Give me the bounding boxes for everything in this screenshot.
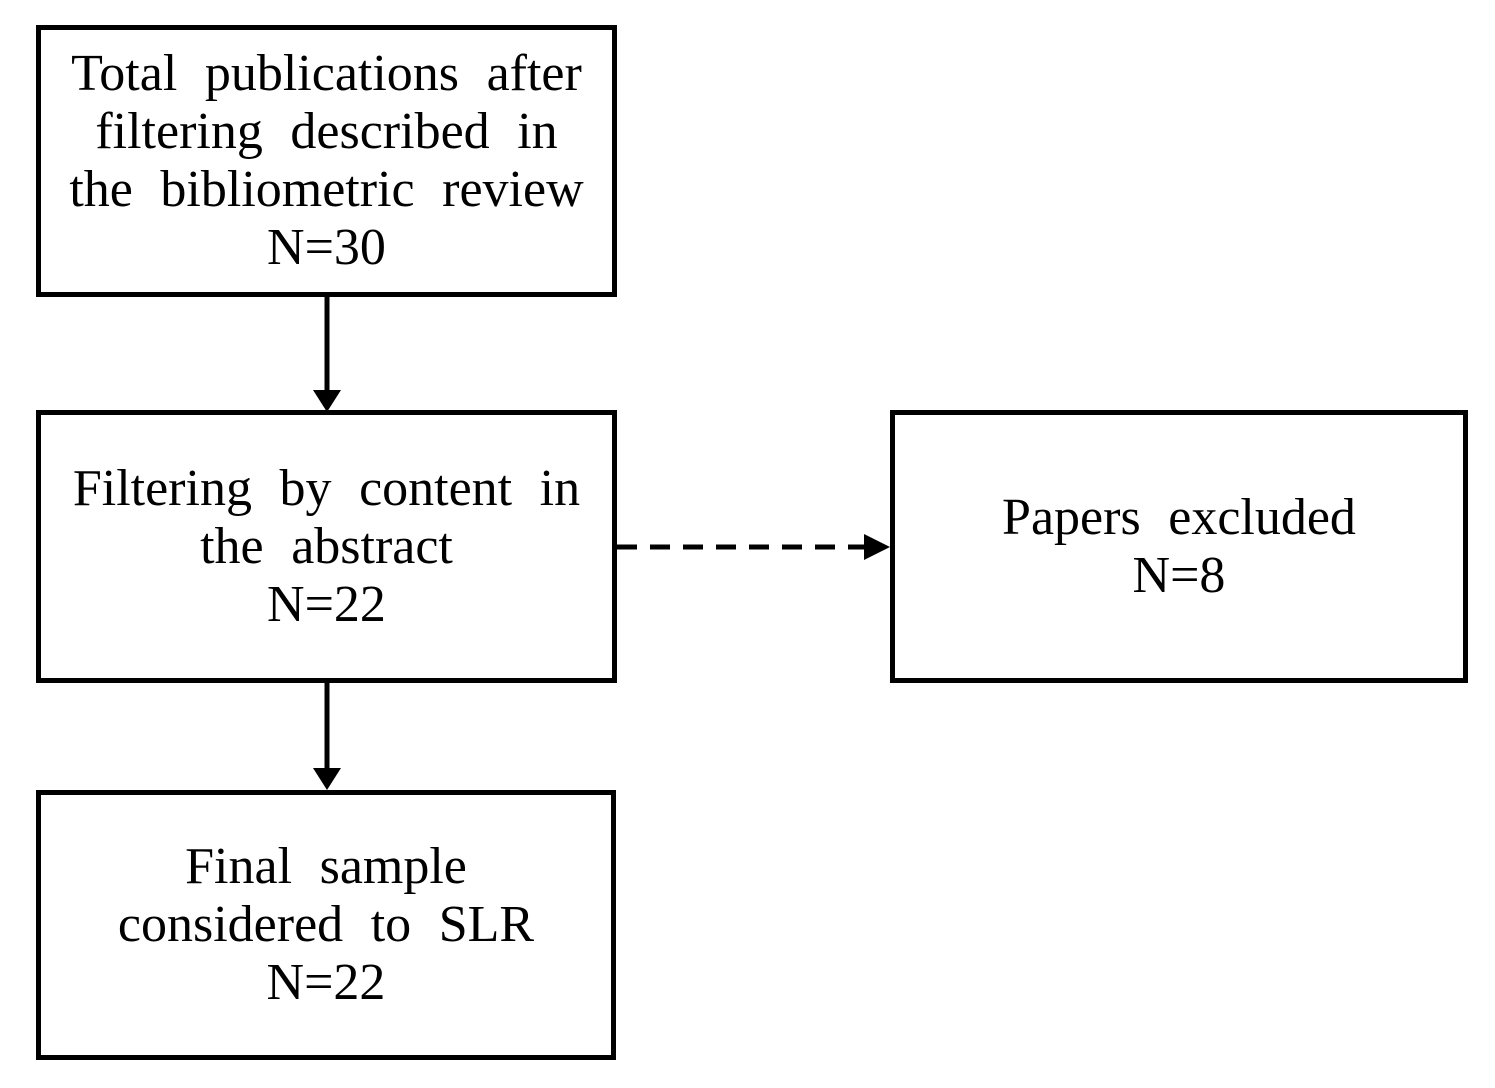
flow-box-total-publications: Total publications after filtering descr… [36, 25, 617, 297]
flow-box-papers-excluded: Papers excluded N=8 [890, 410, 1468, 683]
box-text-line: Papers excluded [1002, 488, 1356, 546]
box-text-line: Total publications after [71, 45, 582, 102]
box-text-line: the abstract [200, 517, 453, 575]
box-count-label: N=22 [266, 954, 386, 1011]
arrow-filtering-to-final [313, 683, 341, 790]
box-text-line: the bibliometric review [69, 161, 584, 218]
flow-box-filtering-by-abstract: Filtering by content in the abstract N=2… [36, 410, 617, 683]
box-text-line: Filtering by content in [72, 459, 581, 517]
arrow-total-to-filtering [313, 297, 341, 412]
arrow-filtering-to-excluded [617, 534, 890, 560]
box-text-line: considered to SLR [117, 896, 535, 953]
box-count-label: N=8 [1132, 546, 1226, 604]
box-text-line: filtering described in [95, 103, 558, 160]
box-count-label: N=22 [267, 575, 386, 633]
box-count-label: N=30 [267, 219, 386, 276]
flow-box-final-sample: Final sample considered to SLR N=22 [36, 790, 616, 1060]
box-text-line: Final sample [185, 838, 467, 895]
